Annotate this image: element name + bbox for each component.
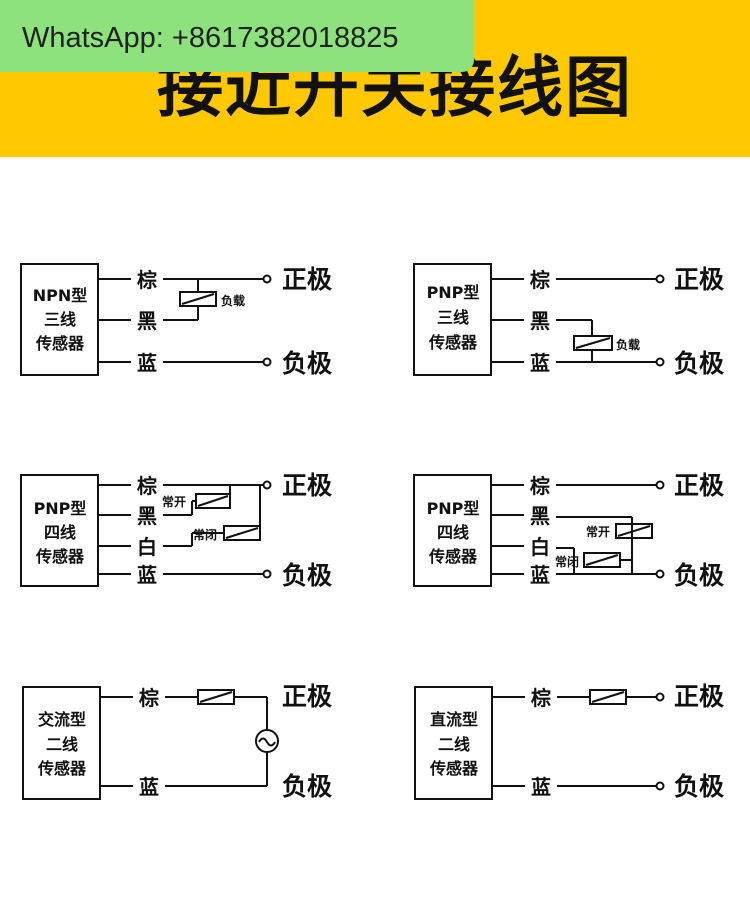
diagram-dc-two-wire: 直流型 二线 传感器 棕 蓝 正极 负极: [414, 682, 724, 801]
wire-blue-label: 蓝: [139, 775, 159, 799]
normally-closed-label: 常闭: [193, 527, 217, 542]
wire-blue-label: 蓝: [530, 351, 550, 375]
positive-label: 正极: [282, 471, 332, 500]
sensor-wire-count: 二线: [438, 735, 470, 754]
diagram-pnp-four-wire-b: PNP型 四线 传感器 棕 黑 白 蓝 常开 常闭 正极 负极: [413, 471, 724, 590]
sensor-wire-count: 三线: [437, 308, 469, 327]
wire-brown-label: 棕: [139, 686, 159, 710]
sensor-label: 传感器: [37, 759, 87, 778]
sensor-label: 传感器: [35, 547, 85, 566]
sensor-box: [22, 686, 101, 800]
normally-open-label: 常开: [586, 524, 610, 539]
load-symbol: [573, 335, 613, 351]
sensor-type: 直流型: [430, 710, 478, 729]
wire-blue-label: 蓝: [137, 563, 157, 587]
wire-black-label: 黑: [137, 309, 157, 333]
negative-label: 负极: [674, 772, 724, 801]
wire-white-label: 白: [137, 535, 157, 559]
sensor-type: PNP型: [427, 283, 480, 302]
wire-black-label: 黑: [530, 309, 550, 333]
negative-label: 负极: [674, 561, 724, 590]
diagram-ac-two-wire: 交流型 二线 传感器 棕 蓝 正极 负极: [22, 682, 332, 801]
positive-label: 正极: [674, 471, 724, 500]
positive-label: 正极: [282, 265, 332, 294]
relay-normally-open: [615, 523, 653, 539]
positive-label: 正极: [674, 682, 724, 711]
wire-brown-label: 棕: [137, 268, 157, 292]
diagram-npn-three-wire: NPN型 三线 传感器 棕 黑 蓝 负载 正极 负极: [20, 263, 332, 378]
whatsapp-watermark: WhatsApp: +8617382018825: [0, 0, 474, 72]
negative-label: 负极: [674, 349, 724, 378]
normally-closed-label: 常闭: [555, 554, 579, 569]
sensor-label: 传感器: [429, 759, 479, 778]
sensor-wire-count: 四线: [437, 523, 469, 542]
negative-label: 负极: [282, 561, 332, 590]
wire-blue-label: 蓝: [531, 775, 551, 799]
sensor-label: 传感器: [35, 334, 85, 353]
diagram-pnp-three-wire: PNP型 三线 传感器 棕 黑 蓝 负载 正极 负极: [413, 263, 724, 378]
positive-label: 正极: [674, 265, 724, 294]
wire-black-label: 黑: [137, 504, 157, 528]
sensor-wire-count: 三线: [44, 310, 76, 329]
sensor-type: PNP型: [34, 499, 87, 518]
sensor-type: 交流型: [38, 710, 86, 729]
sensor-wire-count: 四线: [44, 523, 76, 542]
sensor-label: 传感器: [428, 333, 478, 352]
sensor-label: 传感器: [428, 547, 478, 566]
wire-blue-label: 蓝: [137, 351, 157, 375]
wire-brown-label: 棕: [530, 268, 550, 292]
sensor-type: PNP型: [427, 499, 480, 518]
sensor-wire-count: 二线: [46, 735, 78, 754]
wire-brown-label: 棕: [137, 474, 157, 498]
wire-blue-label: 蓝: [530, 563, 550, 587]
load-label: 负载: [616, 337, 640, 352]
sensor-box: [413, 474, 492, 587]
wire-black-label: 黑: [530, 504, 550, 528]
wire-brown-label: 棕: [531, 686, 551, 710]
normally-open-label: 常开: [162, 494, 186, 509]
negative-label: 负极: [282, 772, 332, 801]
sensor-box: [414, 686, 493, 800]
positive-label: 正极: [282, 682, 332, 711]
diagram-pnp-four-wire-a: PNP型 四线 传感器 棕 黑 白 蓝 常开 常闭 正极 负极: [20, 471, 332, 590]
load-symbol: [179, 291, 217, 307]
load-label: 负载: [221, 293, 245, 308]
sensor-box: [20, 474, 99, 587]
sensor-type: NPN型: [33, 286, 88, 305]
negative-label: 负极: [282, 349, 332, 378]
wire-brown-label: 棕: [530, 474, 550, 498]
wire-white-label: 白: [530, 535, 550, 559]
